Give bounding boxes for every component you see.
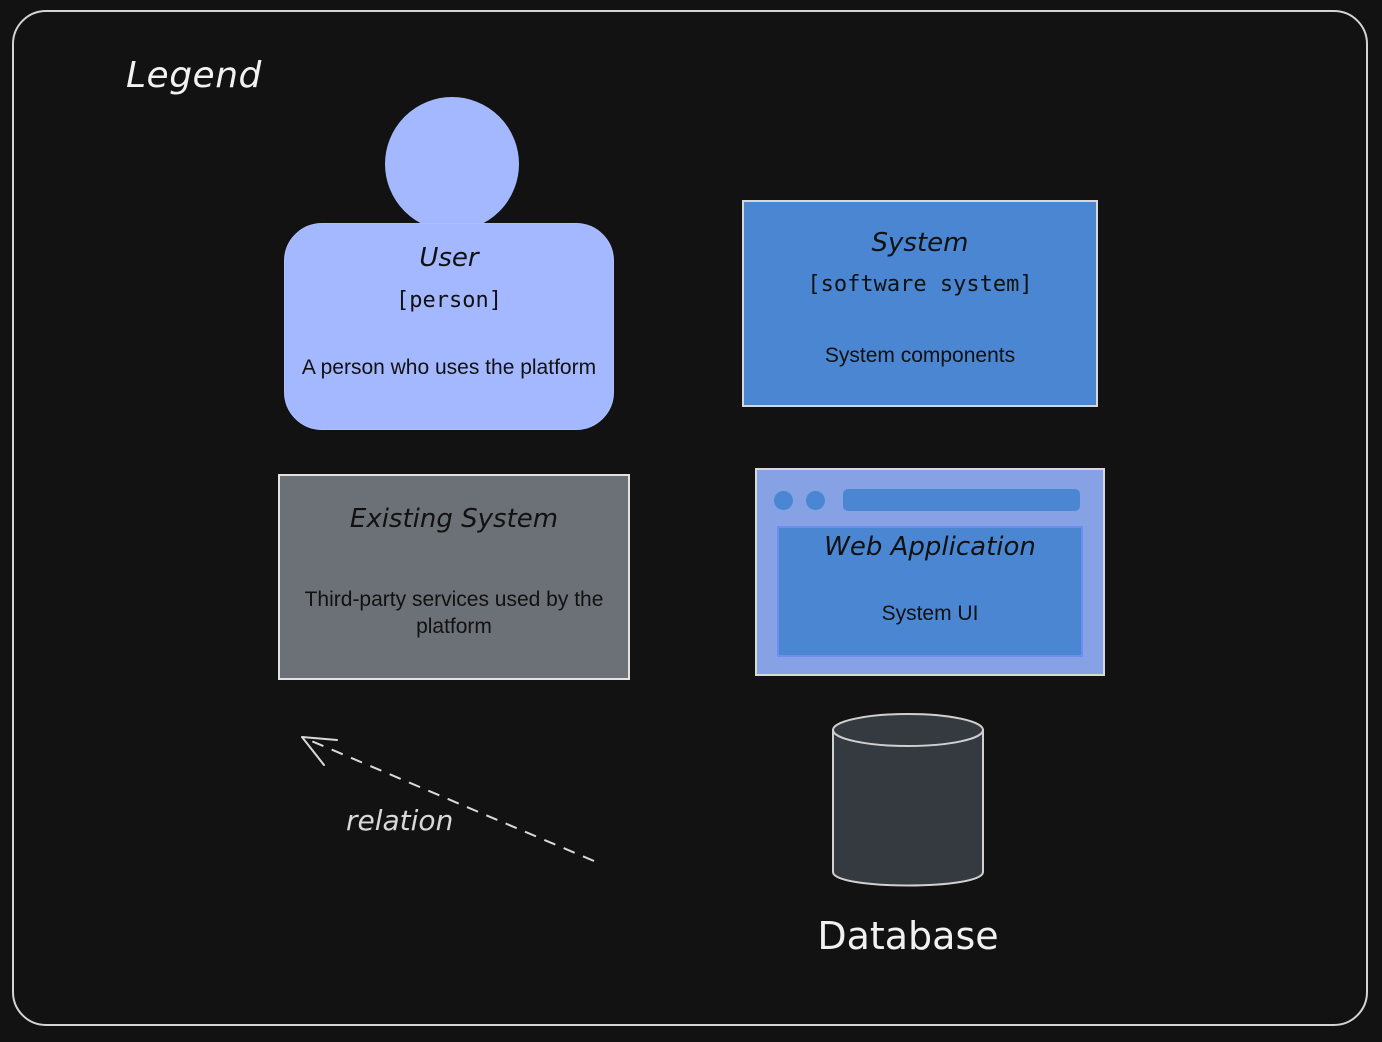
system-type: [software system] <box>807 272 1033 297</box>
web-application-name: Web Application <box>824 532 1036 562</box>
browser-dot-icon <box>774 491 793 510</box>
relation-arrow <box>301 736 595 862</box>
web-application-description: System UI <box>881 602 979 625</box>
person-shape: User [person] A person who uses the plat… <box>284 223 614 430</box>
person-type: [person] <box>396 288 502 313</box>
system-name: System <box>871 228 969 258</box>
legend-frame <box>12 10 1368 1026</box>
web-application-content: Web Application System UI <box>777 526 1083 657</box>
existing-system-description: Third-party services used by the platfor… <box>304 588 604 638</box>
software-system-shape: System [software system] System componen… <box>742 200 1098 407</box>
relation-label: relation <box>346 804 454 837</box>
existing-system-name: Existing System <box>349 504 559 534</box>
legend-title: Legend <box>126 55 262 96</box>
browser-address-bar <box>843 489 1080 511</box>
existing-system-shape: Existing System Third-party services use… <box>278 474 630 680</box>
person-description: A person who uses the platform <box>301 356 597 379</box>
system-description: System components <box>824 344 1016 367</box>
web-application-shape: Web Application System UI <box>755 468 1105 676</box>
person-name: User <box>419 243 479 273</box>
database-cylinder-icon <box>832 713 984 887</box>
person-head-shape <box>385 97 519 231</box>
browser-dot-icon <box>806 491 825 510</box>
database-label: Database <box>817 914 999 958</box>
